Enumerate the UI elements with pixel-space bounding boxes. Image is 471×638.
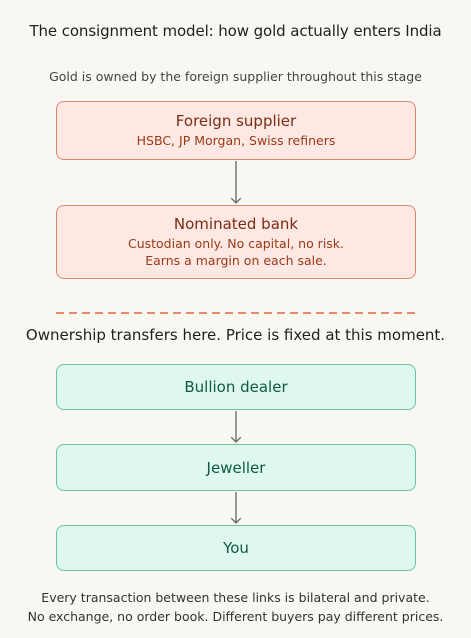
stage-caption: Gold is owned by the foreign supplier th… [49, 69, 422, 84]
node-jeweller-label: Jeweller [206, 458, 266, 477]
node-nominated-bank: Nominated bank Custodian only. No capita… [56, 205, 416, 279]
diagram-title: The consignment model: how gold actually… [29, 22, 442, 40]
node-bullion-dealer-label: Bullion dealer [184, 378, 288, 396]
node-nominated-bank-detail-2: Earns a margin on each sale. [145, 253, 327, 268]
node-you-label: You [223, 539, 249, 557]
footer-line-2: No exchange, no order book. Different bu… [27, 609, 444, 624]
node-foreign-supplier-label: Foreign supplier [175, 112, 297, 130]
node-you: You [56, 525, 416, 571]
node-jeweller: Jeweller [56, 444, 416, 491]
node-nominated-bank-detail-1: Custodian only. No capital, no risk. [127, 236, 345, 251]
footer-line-1: Every transaction between these links is… [41, 590, 430, 605]
ownership-transfer-note: Ownership transfers here. Price is fixed… [25, 326, 446, 344]
node-nominated-bank-label: Nominated bank [173, 215, 299, 233]
node-foreign-supplier-detail: HSBC, JP Morgan, Swiss refiners [136, 133, 336, 148]
node-bullion-dealer: Bullion dealer [56, 364, 416, 410]
node-foreign-supplier: Foreign supplier HSBC, JP Morgan, Swiss … [56, 101, 416, 160]
